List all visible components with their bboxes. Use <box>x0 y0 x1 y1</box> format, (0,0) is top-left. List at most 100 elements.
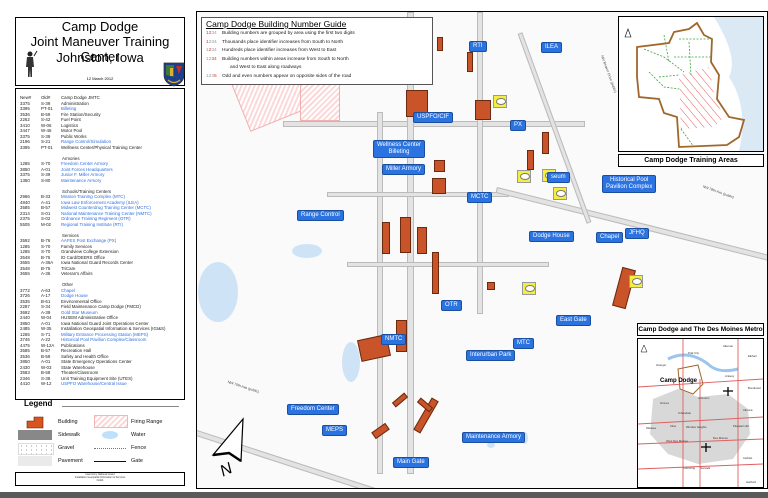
svg-text:Pleasant Hill: Pleasant Hill <box>733 424 749 428</box>
callout-museum[interactable]: seum <box>547 172 570 183</box>
building-jfhq <box>612 266 636 310</box>
callout-range-control[interactable]: Range Control <box>297 210 344 221</box>
facility-name: Unit Training Equipment Site (UTES) <box>61 375 133 381</box>
new-number: 3548 <box>20 265 30 271</box>
new-number: 2314 <box>20 210 30 216</box>
callout-east-gate[interactable]: East Gate <box>556 315 591 326</box>
new-number: 3375 <box>20 100 30 106</box>
new-number: 1285 <box>20 249 30 254</box>
fence-swatch-icon <box>94 448 126 449</box>
old-number: W-06 <box>41 122 52 128</box>
new-number: 2430 <box>20 364 30 370</box>
info-marker[interactable] <box>629 275 643 288</box>
old-number: S-39 <box>41 133 51 139</box>
new-number: 3375 <box>20 133 30 139</box>
airport-icon <box>723 387 733 396</box>
callout-chapel[interactable]: Chapel <box>596 232 624 243</box>
callout-interurban-park[interactable]: Interurban Park <box>466 350 516 361</box>
directory-row[interactable]: 3395 PT-01 Billeting <box>20 106 182 112</box>
old-number: PT-01 <box>41 106 53 111</box>
legend-fence: Fence <box>131 445 147 451</box>
svg-text:West Des Moines: West Des Moines <box>666 439 688 443</box>
old-number: S-71 <box>41 331 51 337</box>
road-label-70th: NW 70th Ave (public) <box>227 380 260 394</box>
old-number: W-46 <box>41 128 52 133</box>
directory-section-title: Schools/Training Centers <box>62 188 112 194</box>
directory-header: New# Old# Camp Dodge JMTC <box>20 95 100 100</box>
callout-jfhq[interactable]: JFHQ <box>625 228 649 239</box>
camp-map[interactable]: NW Beaver Drive (public) NW 78th Ave (pu… <box>196 11 768 489</box>
info-marker[interactable] <box>493 95 507 108</box>
callout-nmtc[interactable]: NMTC <box>381 334 407 345</box>
sidewalk-swatch-icon <box>18 430 52 440</box>
building-otr <box>432 252 439 294</box>
info-marker[interactable] <box>553 187 567 200</box>
building-mctc <box>527 150 534 170</box>
legend-rule <box>62 406 179 407</box>
new-number: 1285 <box>20 243 30 249</box>
svg-text:Clive: Clive <box>670 424 677 428</box>
callout-otr[interactable]: OTR <box>441 300 462 311</box>
gravel-swatch-icon <box>18 443 54 455</box>
svg-text:Des Moines: Des Moines <box>713 436 728 440</box>
old-number: W-03 <box>41 364 52 370</box>
callout-maintenance-armory[interactable]: Maintenance Armory <box>462 432 526 443</box>
road-nw-78th <box>495 187 767 266</box>
old-number: A-01 <box>41 359 51 364</box>
facility-name: Billeting <box>61 106 77 111</box>
new-number: 3395 <box>20 106 30 111</box>
callout-dodge-house[interactable]: Dodge House <box>529 231 574 242</box>
new-number: 3585 <box>20 205 30 210</box>
new-number: 4475 <box>20 342 30 348</box>
training-areas-inset[interactable] <box>618 16 764 152</box>
guide-row: and West to East along roadways <box>206 65 301 70</box>
callout-meps[interactable]: MEPS <box>322 425 348 436</box>
callout-rti[interactable]: RTI <box>469 41 487 52</box>
info-marker[interactable] <box>522 282 536 295</box>
callout-mtc[interactable]: MTC <box>513 338 534 349</box>
callout-mctc[interactable]: MCTC <box>467 192 493 203</box>
callout-px[interactable]: PX <box>510 120 527 131</box>
title-block: Camp Dodge Joint Maneuver Training Cente… <box>15 17 185 87</box>
callout-ilea[interactable]: ILEA <box>541 42 563 53</box>
building-miller <box>432 178 446 194</box>
facility-name: Mission Training Complex (MTC) <box>61 194 125 199</box>
callout-main-gate[interactable]: Main Gate <box>393 457 429 468</box>
new-number: 3592 <box>20 238 30 243</box>
callout-freedom-center[interactable]: Freedom Center <box>287 404 339 415</box>
facility-name: USPFO Warehouse/Central Issue <box>61 381 127 386</box>
facility-name: Wellness Center/Physical Training Center <box>61 144 142 150</box>
info-marker[interactable] <box>517 170 531 183</box>
new-number: 1350 <box>20 177 30 183</box>
old-number: A-39 <box>41 309 51 315</box>
callout-miller-armory[interactable]: Miller Armory <box>382 164 426 175</box>
callout-uspfo[interactable]: USPFO/CIF <box>413 112 454 123</box>
